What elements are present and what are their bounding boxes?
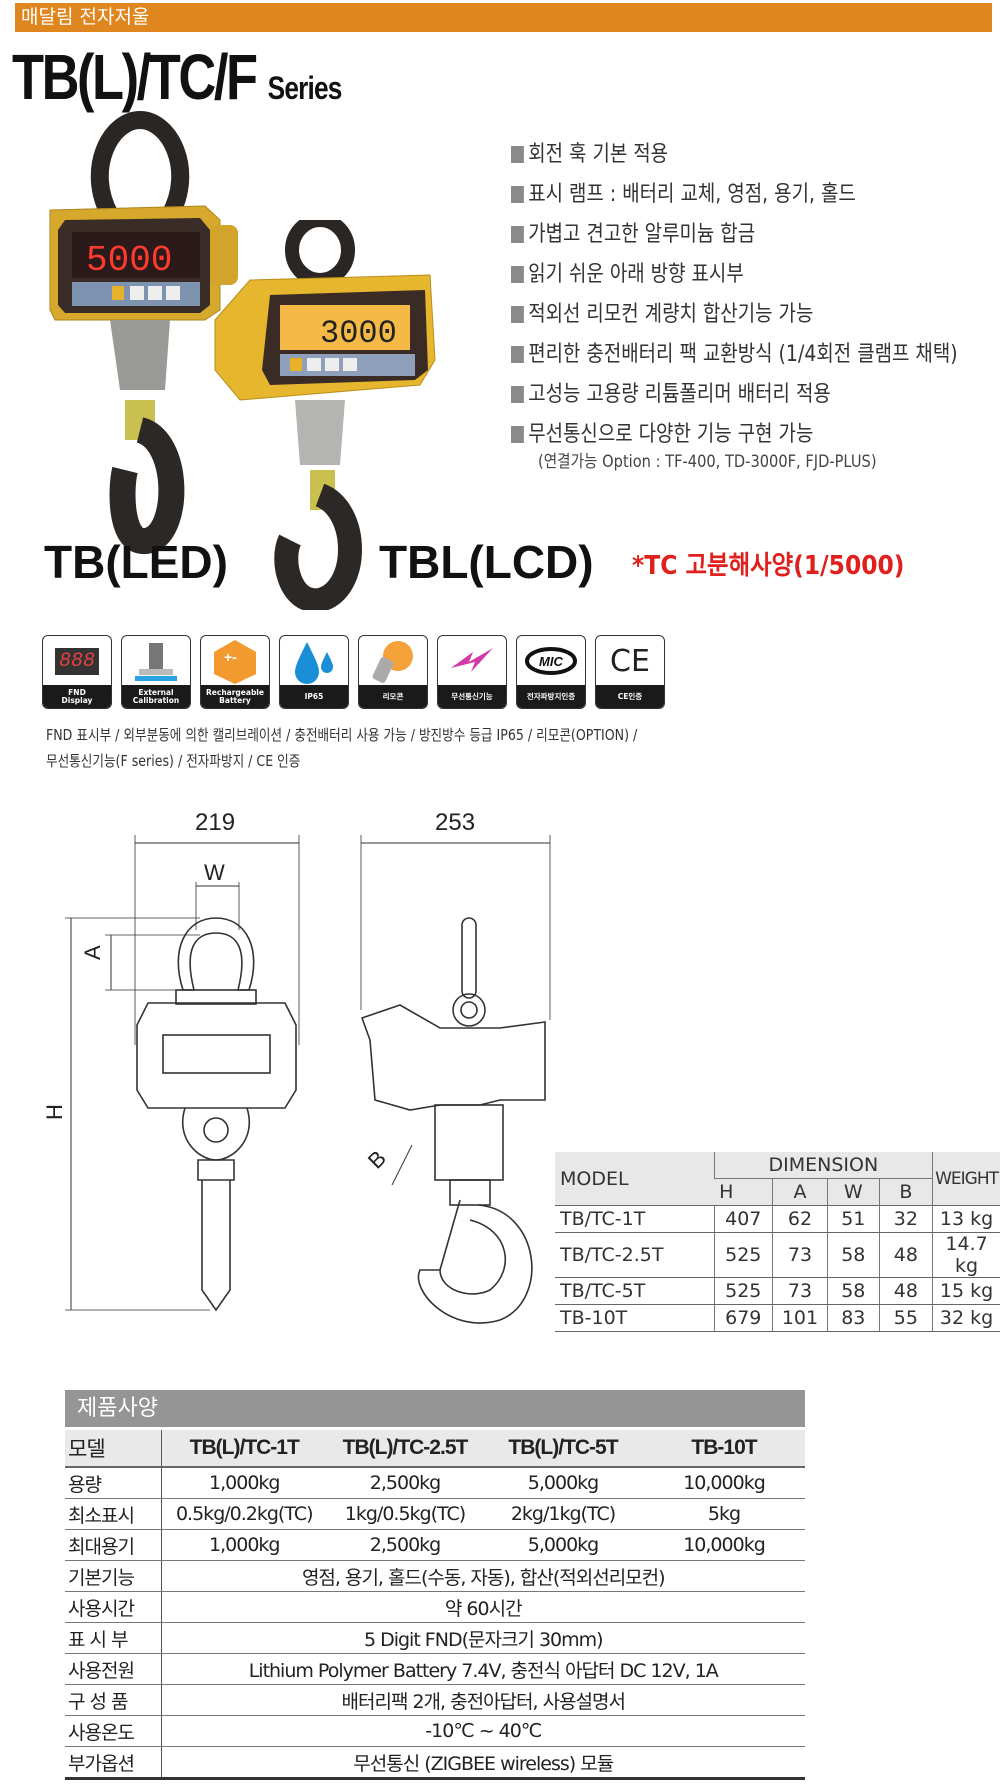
bullet-square-icon (511, 146, 524, 163)
bullet-square-icon (511, 226, 524, 243)
feature-item: 표시 램프 : 배터리 교체, 영점, 용기, 홀드 (511, 176, 856, 208)
bullet-square-icon (511, 346, 524, 363)
bullet-square-icon (511, 186, 524, 203)
icon-caption: 무선통신기능(F series) / 전자파방지 / CE 인증 (46, 752, 301, 770)
ce-icon: CE CE인증 (595, 635, 665, 709)
bullet-square-icon (511, 426, 524, 443)
title-suffix: Series (267, 70, 343, 106)
feature-item: 가볍고 견고한 알루미늄 합금 (511, 216, 755, 248)
side-width-label: 253 (435, 809, 475, 836)
weight-header: WEIGHT (932, 1152, 1000, 1206)
mic-certification-icon: MIC 전자파방지인증 (516, 635, 586, 709)
icon-caption: FND 표시부 / 외부분동에 의한 캘리브레이션 / 충전배터리 사용 가능 … (46, 726, 638, 744)
remote-control-icon: 리모콘 (358, 635, 428, 709)
category-bar: 매달림 전자저울 (15, 3, 992, 32)
title-main: TB(L)/TC/F (12, 41, 258, 113)
feature-item: 회전 훅 기본 적용 (511, 136, 668, 168)
feature-item: 읽기 쉬운 아래 방향 표시부 (511, 256, 744, 288)
led-readout: 5000 (86, 240, 172, 281)
dimension-diagram: 219 W A H 253 B (42, 809, 551, 1324)
tb-led-label: TB(LED) (44, 536, 228, 588)
feature-item: 적외선 리모컨 계량치 합산기능 가능 (511, 296, 813, 328)
lcd-readout: 3000 (320, 315, 397, 352)
tbl-lcd-label: TBL(LCD) (379, 536, 594, 588)
w-label: W (204, 860, 225, 885)
feature-item: 편리한 충전배터리 팩 교환방식 (1/4회전 클램프 채택) (511, 336, 958, 368)
tc-resolution-note: *TC 고분해사양(1/5000) (632, 551, 905, 581)
model-header: MODEL (555, 1152, 715, 1206)
bullet-square-icon (511, 306, 524, 323)
h-label: H (42, 1104, 67, 1120)
ip65-icon: IP65 (279, 635, 349, 709)
tb-led-product-image: 5000 (49, 110, 238, 554)
feature-item: 무선통신으로 다양한 기능 구현 가능 (511, 416, 813, 448)
b-label: B (363, 1145, 391, 1173)
feature-option-note: (연결가능 Option : TF-400, TD-3000F, FJD-PLU… (538, 452, 877, 472)
svg-text:+-: +- (224, 649, 237, 665)
table-row: 사용온도-10℃ ~ 40℃ (65, 1715, 805, 1747)
tbl-lcd-product-image: 3000 (214, 220, 436, 610)
page-title: TB(L)/TC/F Series (12, 40, 342, 114)
svg-text:MIC: MIC (539, 654, 563, 669)
a-label: A (80, 945, 105, 960)
bullet-square-icon (511, 266, 524, 283)
bullet-square-icon (511, 386, 524, 403)
spec-section-title: 제품사양 (65, 1390, 805, 1427)
wireless-icon: 무선통신기능 (437, 635, 507, 709)
feature-item: 고성능 고용량 리튬폴리머 배터리 적용 (511, 376, 831, 408)
dimension-header: DIMENSION (713, 1152, 933, 1179)
front-width-label: 219 (195, 809, 235, 836)
